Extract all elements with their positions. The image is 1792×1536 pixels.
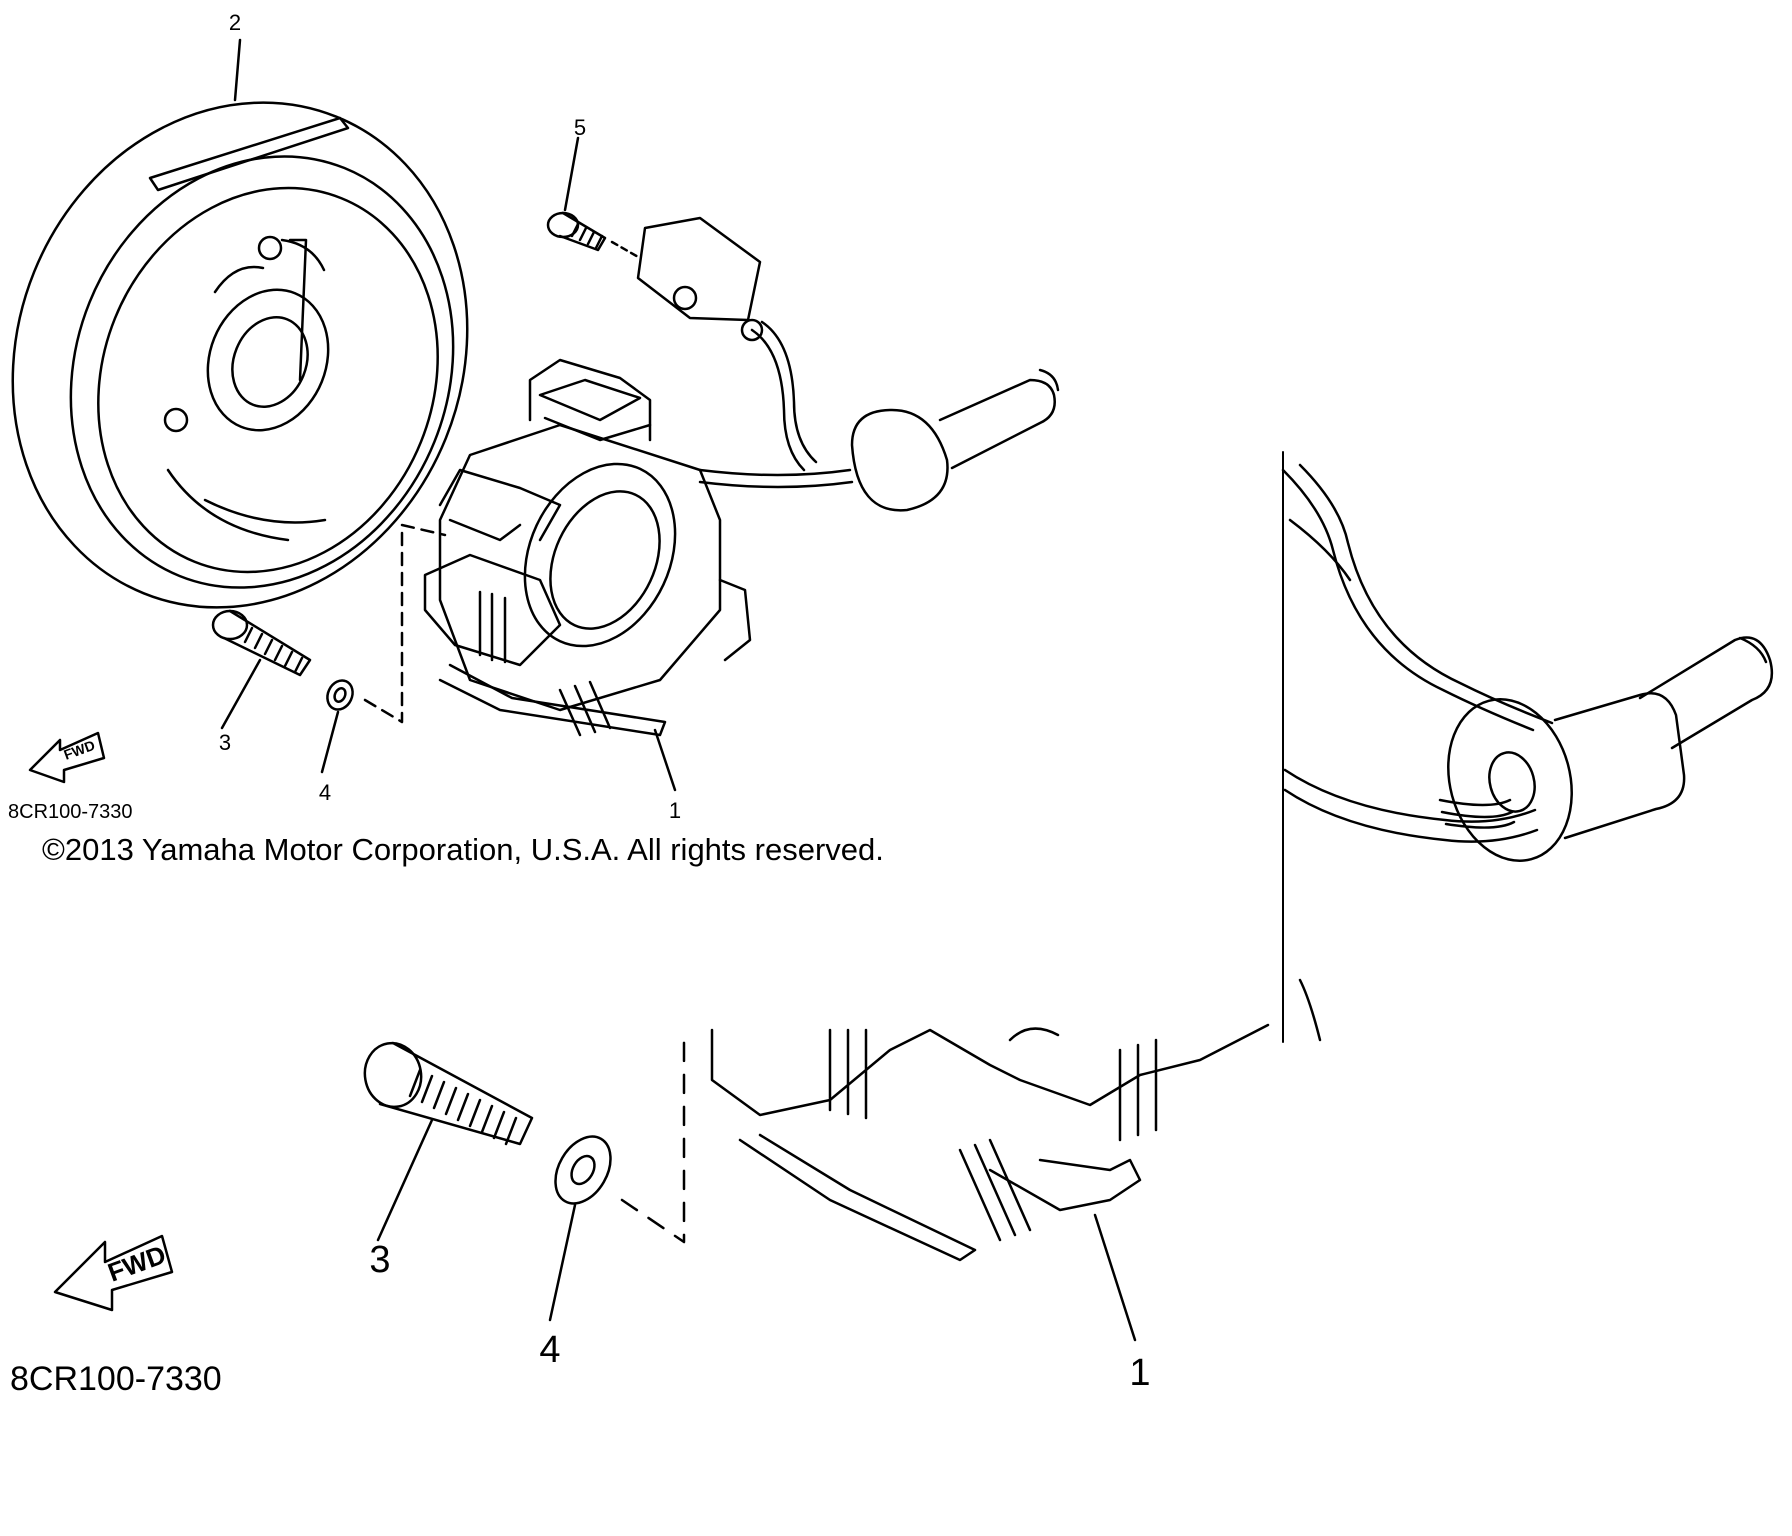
callout-5: 5 (574, 115, 586, 140)
zoom-callout-3: 3 (369, 1239, 390, 1281)
leader-line-5 (565, 138, 578, 210)
fwd-arrow-icon (30, 733, 104, 782)
bolt-3 (213, 611, 310, 728)
zoom-harness-grommet (1283, 452, 1772, 1042)
zoom-callout-4: 4 (539, 1329, 560, 1371)
zoom-bolt-washer-stator (360, 1025, 1268, 1340)
copyright-notice: ©2013 Yamaha Motor Corporation, U.S.A. A… (42, 832, 884, 867)
fwd-arrow-zoom-icon (55, 1236, 172, 1310)
screw-5 (548, 213, 640, 258)
part-code: 8CR100-7330 (8, 801, 133, 823)
flywheel-rotor (0, 34, 542, 677)
leader-line-2 (235, 40, 240, 100)
zoom-part-code: 8CR100-7330 (10, 1360, 222, 1398)
callout-1: 1 (669, 798, 681, 823)
fwd-label: FWD (62, 737, 97, 763)
callout-2: 2 (229, 10, 241, 35)
washer-4 (322, 525, 445, 772)
callout-4: 4 (319, 780, 331, 805)
leader-line-1 (655, 730, 675, 790)
zoom-callout-1: 1 (1129, 1352, 1150, 1394)
stator-assembly (425, 218, 1058, 735)
zoom-fwd-label: FWD (104, 1239, 170, 1287)
callout-3: 3 (219, 730, 231, 755)
